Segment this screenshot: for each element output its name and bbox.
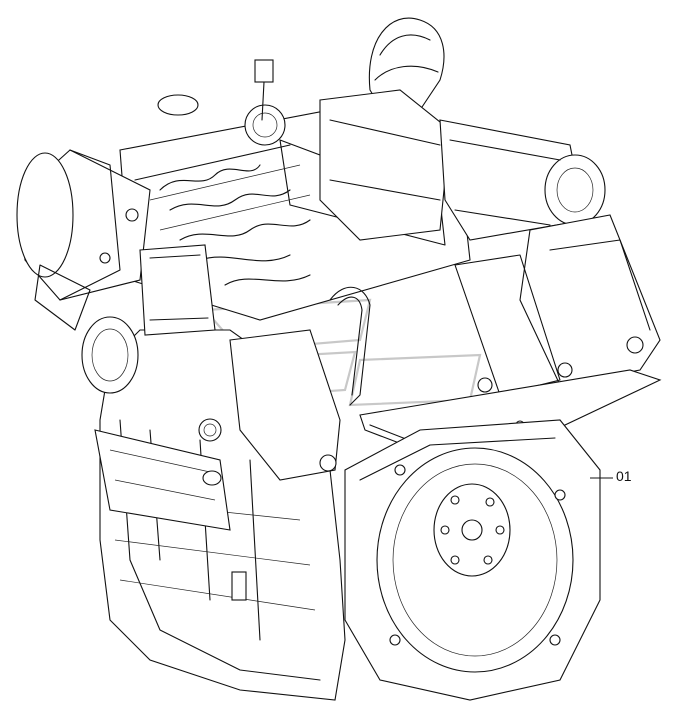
starter-end-cap [16,152,74,278]
starter-motor [16,149,151,301]
engine-mount-bracket [454,214,661,396]
control-box [139,244,216,336]
oil-filler-cap [244,104,286,146]
air-cleaner-end-cap [544,154,606,226]
oil-dipstick-tube [329,286,371,406]
breather-cap [157,94,199,116]
fuel-injection-lines [159,59,311,286]
intake-elbow-pipe [368,17,445,116]
alternator [34,264,139,394]
oil-seal [198,418,222,442]
block-bolt-boss [231,571,247,601]
callout-label-01: 01 [616,468,632,484]
air-intake-housing [319,89,451,241]
timing-cover [198,329,341,486]
sensor-connector [254,59,274,83]
air-cleaner [439,119,606,241]
oil-sump [94,429,231,531]
flywheel [376,447,574,673]
